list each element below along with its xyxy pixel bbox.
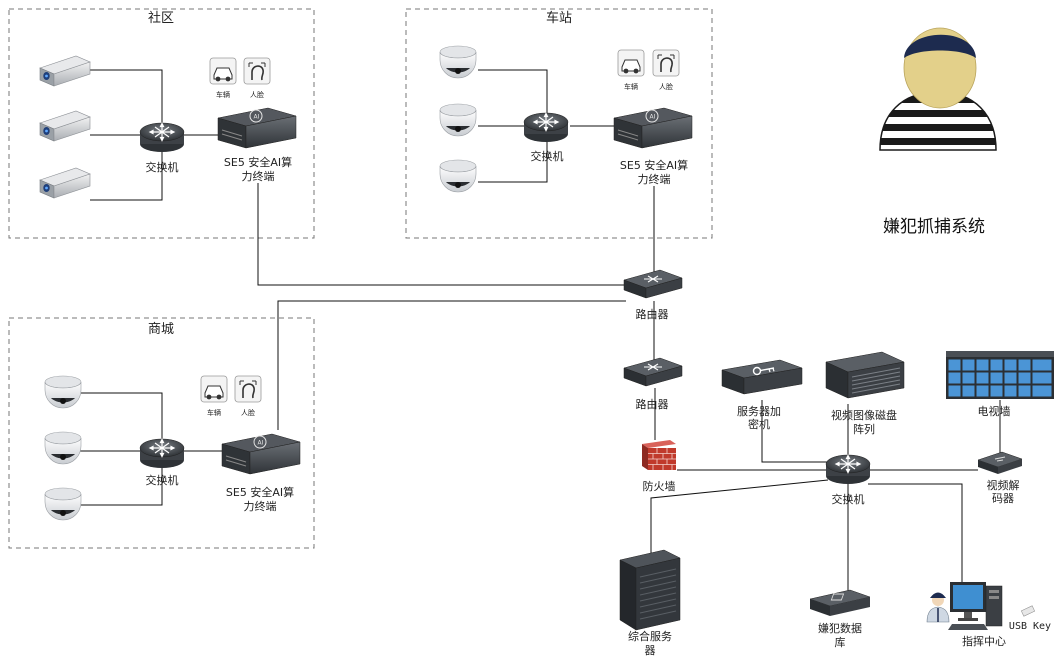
face-label: 人脸	[241, 408, 255, 417]
ai-terminal-label-2: 力终端	[244, 499, 277, 513]
face-icon	[652, 49, 680, 77]
key-server-icon	[721, 359, 803, 395]
ai-terminal-label-1: SE5 安全AI算	[224, 155, 292, 169]
face-icon	[243, 57, 271, 85]
switch-icon	[139, 122, 185, 153]
zone-mall	[8, 317, 315, 549]
switch-label: 交换机	[146, 160, 179, 174]
core-switch-label: 交换机	[832, 492, 865, 506]
decoder-label-2: 码器	[992, 492, 1014, 505]
tv-wall-icon	[946, 351, 1054, 399]
switch-icon	[523, 112, 569, 143]
switch-icon	[139, 438, 185, 469]
router-label: 路由器	[636, 397, 669, 411]
disk-array-icon	[825, 351, 905, 399]
suspect-avatar-icon	[879, 27, 997, 151]
vehicle-label: 车辆	[624, 82, 638, 91]
bullet-camera-icon	[39, 55, 91, 87]
bullet-camera-icon	[39, 110, 91, 142]
disk-array-label-2: 阵列	[853, 422, 875, 436]
integrated-server-label-2: 器	[645, 644, 656, 657]
key-server-label-1: 服务器加	[737, 405, 781, 418]
system-title: 嫌犯抓捕系统	[883, 217, 985, 237]
firewall-label: 防火墙	[643, 479, 676, 493]
tv-wall-label: 电视墙	[978, 404, 1011, 418]
dome-camera-icon	[44, 375, 82, 409]
router-icon	[623, 269, 683, 299]
usb-key-label: USB Key	[1009, 621, 1051, 632]
database-server-icon	[809, 589, 871, 616]
ai-terminal-label-2: 力终端	[638, 172, 671, 186]
suspect-db-label-2: 库	[835, 636, 846, 649]
zone-station	[405, 8, 713, 239]
decoder-icon	[977, 451, 1023, 474]
dome-camera-icon	[44, 487, 82, 521]
firewall-icon	[642, 440, 676, 470]
dome-camera-icon	[439, 103, 477, 137]
ai-terminal-label-2: 力终端	[242, 169, 275, 183]
zone-station-label: 车站	[546, 10, 572, 26]
switch-label: 交换机	[146, 473, 179, 487]
ai-terminal-label-1: SE5 安全AI算	[226, 485, 294, 499]
switch-label: 交换机	[531, 149, 564, 163]
integrated-server-label-1: 综合服务	[628, 629, 672, 643]
dome-camera-icon	[44, 431, 82, 465]
dome-camera-icon	[439, 45, 477, 79]
command-center-label: 指挥中心	[962, 634, 1006, 648]
disk-array-label-1: 视频图像磁盘	[831, 408, 897, 422]
zone-mall-label: 商城	[148, 322, 174, 337]
vehicle-icon	[200, 375, 228, 403]
ai-terminal-label-1: SE5 安全AI算	[620, 158, 688, 172]
vehicle-label: 车辆	[207, 408, 221, 417]
face-label: 人脸	[659, 82, 673, 91]
vehicle-icon	[617, 49, 645, 77]
router-icon	[623, 357, 683, 387]
suspect-db-label-1: 嫌犯数据	[818, 621, 862, 635]
key-server-label-2: 密机	[748, 417, 770, 431]
zone-community	[8, 8, 315, 239]
ai-terminal-icon	[613, 107, 693, 149]
face-label: 人脸	[250, 90, 264, 99]
bullet-camera-icon	[39, 167, 91, 199]
face-icon	[234, 375, 262, 403]
router-label: 路由器	[636, 307, 669, 321]
workstation-icon	[926, 582, 1036, 630]
vehicle-icon	[209, 57, 237, 85]
decoder-label-1: 视频解	[987, 478, 1020, 492]
vehicle-label: 车辆	[216, 90, 230, 99]
zone-community-label: 社区	[148, 10, 174, 26]
server-rack-icon	[619, 549, 681, 631]
ai-terminal-icon	[221, 433, 301, 475]
ai-terminal-icon	[217, 107, 297, 149]
switch-icon	[825, 454, 871, 485]
dome-camera-icon	[439, 159, 477, 193]
connection-lines	[79, 69, 1001, 592]
